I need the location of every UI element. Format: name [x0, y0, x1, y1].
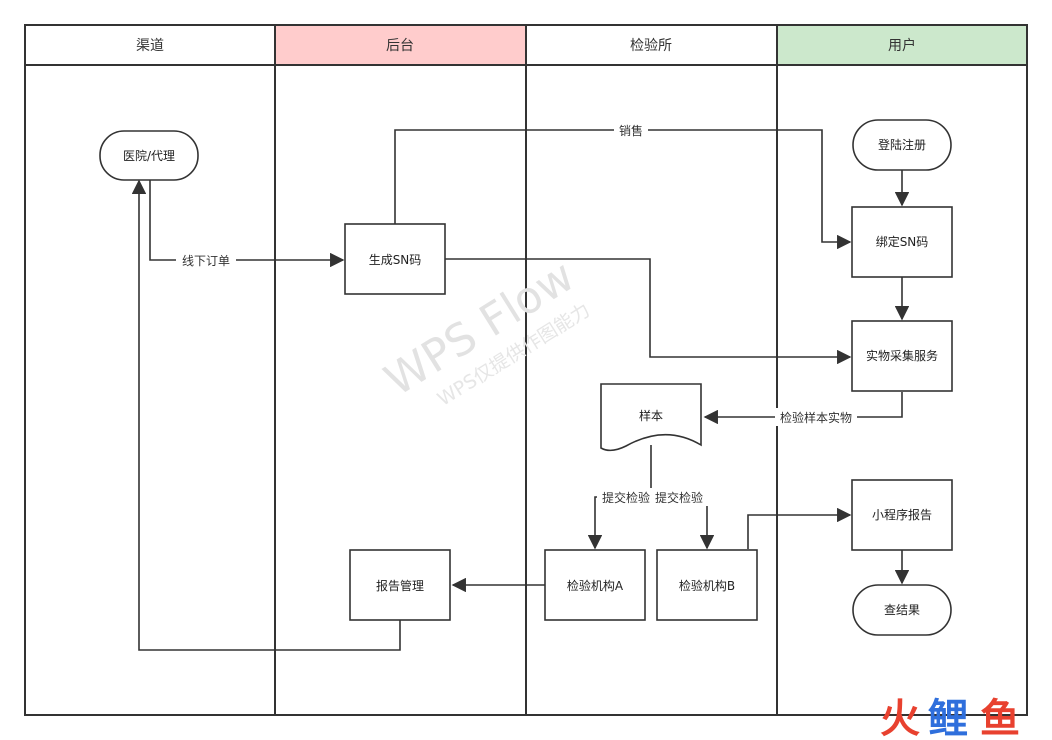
- node-lab-b: [656, 549, 758, 621]
- node-label-report-management: 报告管理: [376, 578, 424, 593]
- node-label-bind-sn: 绑定SN码: [876, 234, 929, 249]
- edge-label-submit-b: 提交检验: [655, 490, 703, 505]
- node-label-hospital: 医院/代理: [123, 149, 175, 163]
- lane-header-user: [777, 25, 1027, 65]
- node-label-lab-a: 检验机构A: [567, 578, 624, 593]
- node-report-management: [349, 549, 451, 621]
- node-collect-service: [851, 320, 953, 392]
- node-check-result: [852, 584, 952, 636]
- edge-label-sales: 销售: [619, 123, 643, 138]
- edge-offline-order: [149, 180, 345, 268]
- node-label-collect-service: 实物采集服务: [866, 348, 938, 363]
- node-lab-a: [544, 549, 646, 621]
- edge-generate-to-collect: [445, 258, 852, 365]
- node-mini-report: [851, 479, 953, 551]
- brand-logo-part2: 鲤: [928, 696, 968, 740]
- edge-lab-b-to-mini-report: [747, 507, 852, 549]
- lane-header-channel: [25, 25, 275, 65]
- edge-collect-to-sample: [703, 392, 903, 425]
- node-label-generate-sn: 生成SN码: [369, 253, 422, 267]
- node-label-lab-b: 检验机构B: [679, 578, 735, 593]
- brand-logo: 火 鲤 鱼: [880, 696, 1020, 740]
- node-generate-sn: [344, 223, 446, 295]
- node-bind-sn: [851, 206, 953, 278]
- edge-report-to-hospital: [131, 179, 401, 651]
- node-label-sample: 样本: [639, 408, 663, 423]
- edge-label-submit-a: 提交检验: [602, 490, 650, 505]
- lane-header-backend: [275, 25, 526, 65]
- edge-sales: [394, 129, 852, 250]
- brand-logo-part1: 火: [880, 696, 920, 740]
- lane-header-lab: [526, 25, 777, 65]
- lane-title-user: 用户: [888, 37, 916, 54]
- lane-title-backend: 后台: [386, 38, 414, 54]
- brand-logo-part3: 鱼: [980, 696, 1020, 740]
- node-label-check-result: 查结果: [884, 603, 920, 617]
- node-hospital: [99, 130, 199, 181]
- node-label-login: 登陆注册: [878, 137, 926, 152]
- lane-title-channel: 渠道: [136, 38, 164, 54]
- node-sample: [600, 383, 702, 452]
- node-label-mini-report: 小程序报告: [872, 507, 932, 522]
- edge-label-send-sample: 检验样本实物: [780, 410, 852, 425]
- edge-label-offline-order: 线下订单: [182, 254, 230, 268]
- node-login: [852, 119, 952, 171]
- edges: [131, 129, 910, 651]
- lane-title-lab: 检验所: [630, 38, 672, 54]
